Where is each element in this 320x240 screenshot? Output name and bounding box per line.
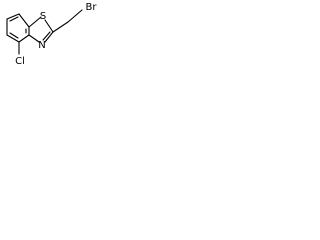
thiazole-ring	[28, 16, 54, 43]
nitrogen-atom-label: N	[38, 40, 45, 51]
bromine-atom-label: Br	[86, 2, 98, 13]
bond-s-c2	[44, 19, 54, 33]
bond-c4-c3a	[18, 34, 30, 43]
bond-ch2-br	[67, 9, 83, 23]
double-bond-c2-n	[42, 31, 51, 41]
bond-c2-ch2	[52, 21, 69, 33]
chlorine-atom-label: Cl	[15, 56, 25, 67]
bond-n-c3a	[28, 34, 40, 43]
bond-c7-c6	[6, 13, 20, 20]
bromomethyl-group	[52, 9, 83, 33]
benzothiazole-structure: S N Cl Br	[6, 2, 98, 67]
bond-c7a-c7	[18, 13, 30, 28]
double-bond-c7-c6	[9, 16, 19, 22]
bond-c5-c4	[6, 34, 20, 43]
bond-c2-n	[44, 31, 54, 43]
molecule-canvas: S N Cl Br	[0, 0, 108, 71]
double-bond-c5-c4	[9, 32, 19, 39]
benzene-ring	[6, 13, 30, 43]
bond-c7a-s	[28, 16, 42, 28]
sulfur-atom-label: S	[40, 11, 46, 22]
